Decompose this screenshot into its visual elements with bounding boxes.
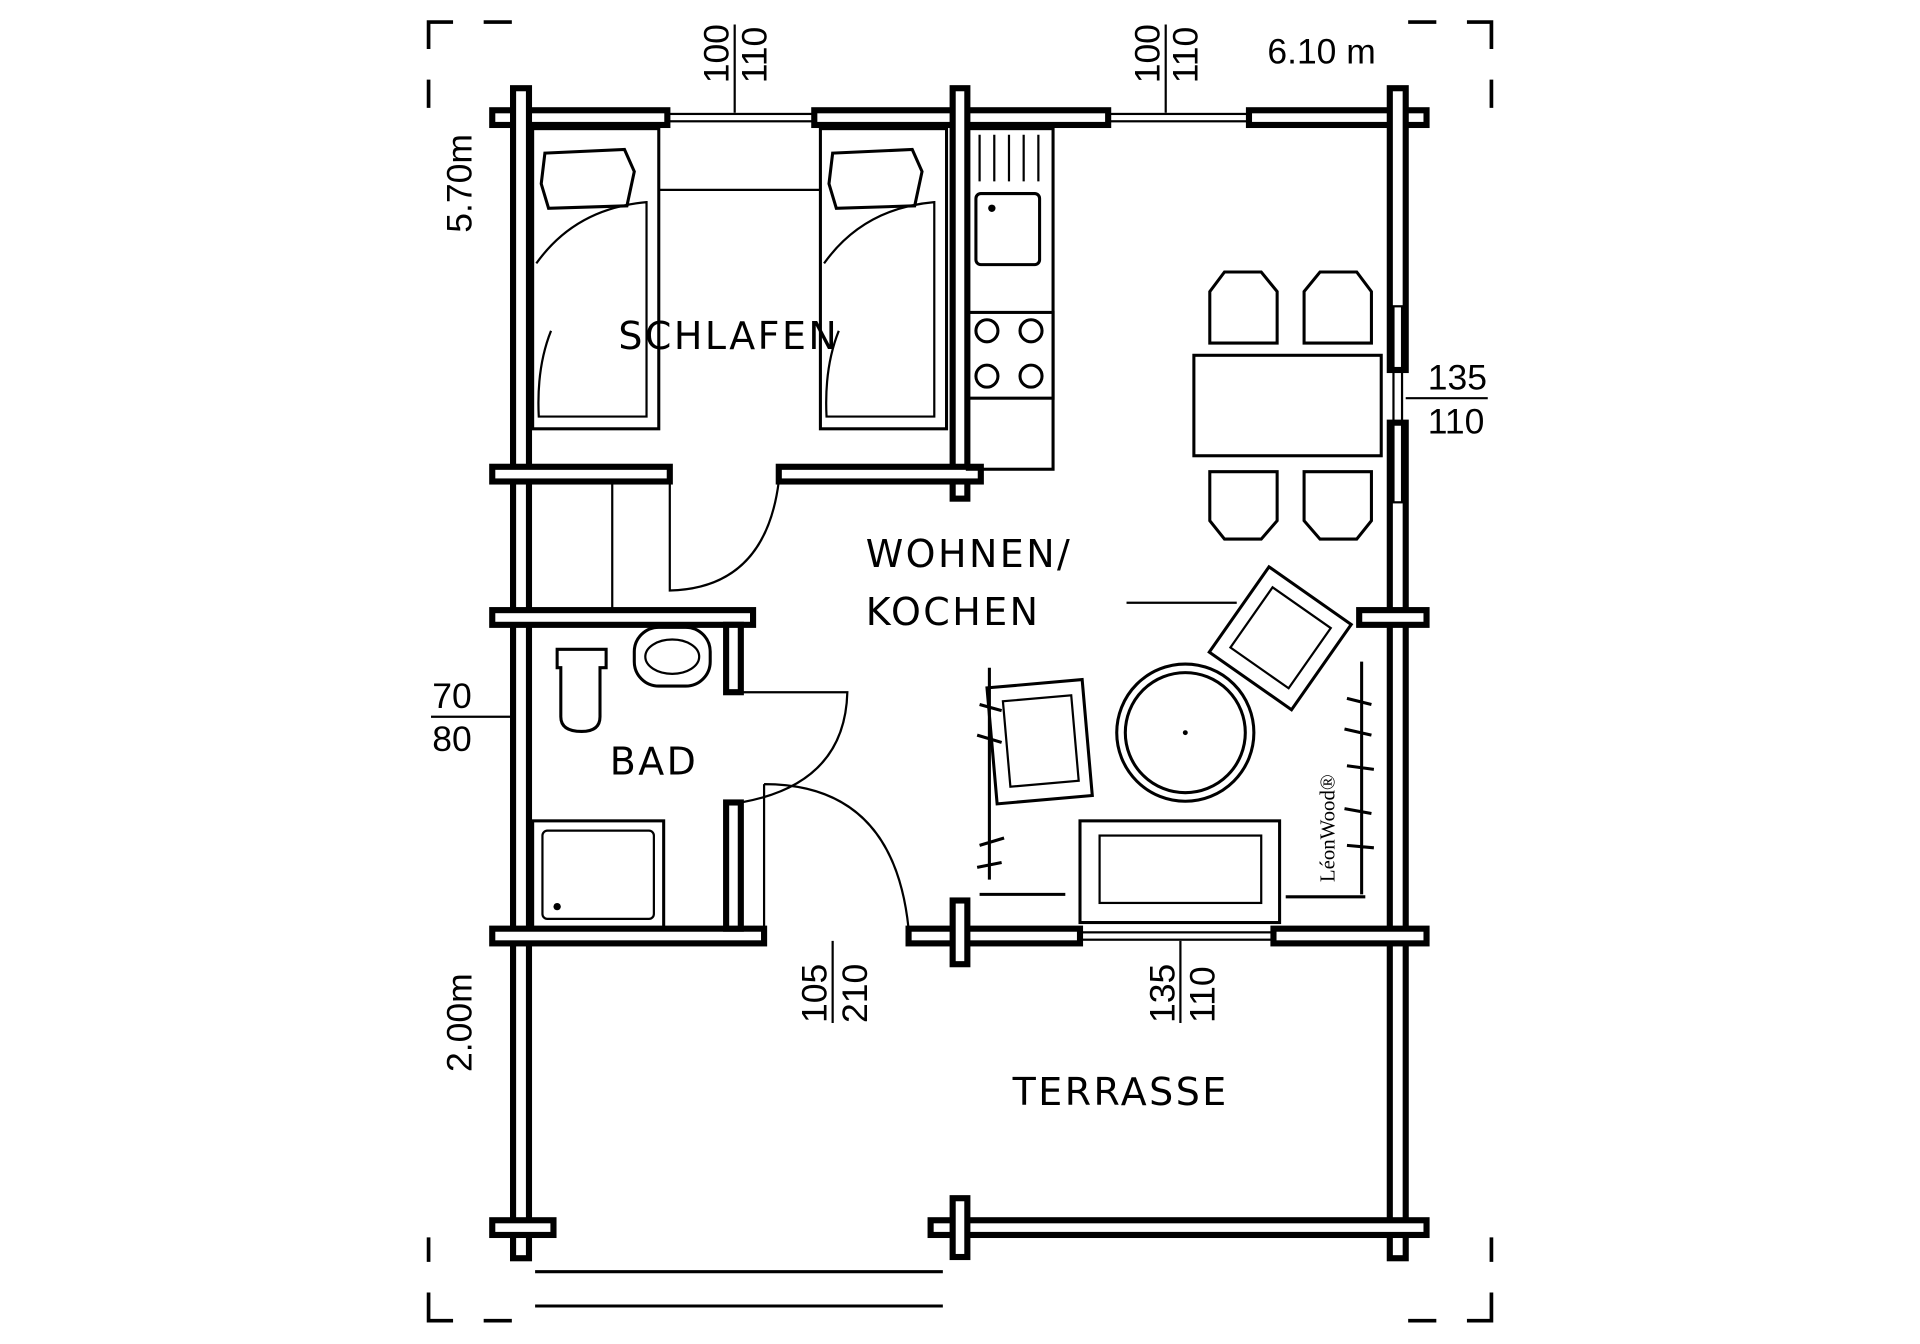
terrace-depth-dimension: 2.00m: [439, 973, 479, 1072]
room-label-schlafen: SCHLAFEN: [618, 314, 839, 358]
door-width: 105: [795, 964, 835, 1023]
doors: [611, 481, 910, 929]
room-label-kochen: KOCHEN: [866, 590, 1041, 634]
bed-right: [818, 127, 949, 431]
window-width: 100: [697, 24, 737, 83]
dimension-lines: [431, 24, 1488, 1024]
room-label-wohnen: WOHNEN/: [866, 532, 1073, 576]
window-width: 135: [1142, 964, 1182, 1023]
terrace-steps: [535, 1270, 943, 1308]
window-width: 135: [1428, 358, 1487, 398]
shower-icon: [531, 819, 666, 931]
wash-basin-icon: [632, 625, 712, 688]
kitchen-unit: [965, 127, 1055, 471]
room-label-terrasse: TERRASSE: [1012, 1070, 1229, 1114]
room-label-bad: BAD: [610, 739, 699, 783]
bathroom-fixtures: [531, 625, 712, 931]
boundary-brackets: [426, 20, 1494, 1323]
window-height: 80: [432, 719, 471, 759]
depth-dimension: 5.70m: [439, 134, 479, 233]
dining-set: [1192, 270, 1383, 541]
window-height: 110: [1166, 27, 1206, 84]
window-height: 110: [1183, 966, 1223, 1023]
window-width: 100: [1128, 24, 1168, 83]
sink-icon: [974, 192, 1042, 267]
window-width: 70: [432, 676, 471, 716]
window-height: 110: [1428, 402, 1485, 442]
stove-icon: [965, 310, 1055, 400]
walls: [489, 85, 1430, 1262]
door-height: 210: [835, 964, 875, 1023]
width-dimension: 6.10 m: [1267, 32, 1376, 72]
toilet-icon: [555, 647, 608, 733]
bed-left: [531, 127, 821, 431]
lounge: LéonWood®: [976, 564, 1375, 925]
brand-logo: LéonWood®: [1316, 774, 1340, 882]
window-height: 110: [735, 27, 775, 84]
